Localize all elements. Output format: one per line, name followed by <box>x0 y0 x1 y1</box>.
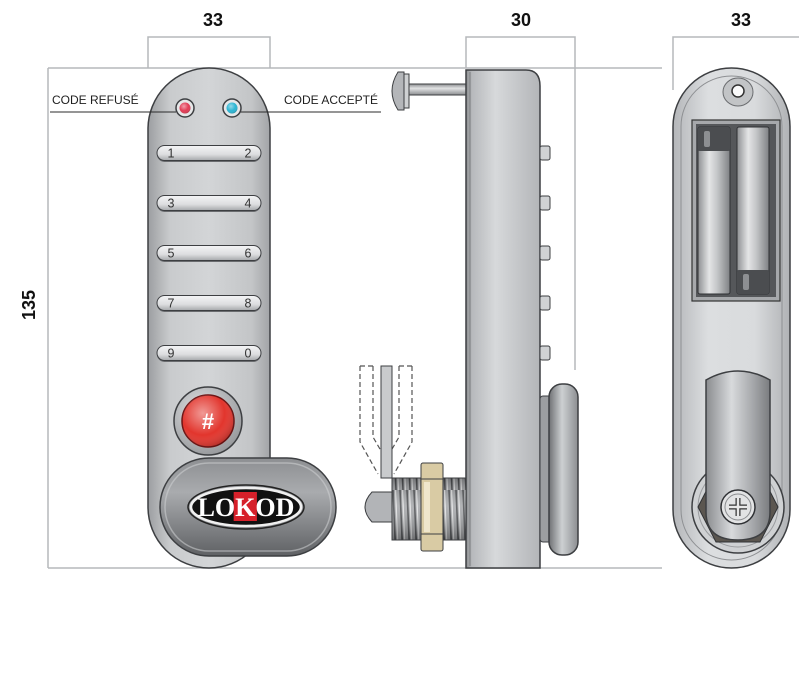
label-code-accepted: CODE ACCEPTÉ <box>284 92 378 107</box>
hash-key-shine <box>182 395 234 447</box>
side-knob <box>539 383 579 556</box>
key-label-left: 9 <box>168 347 175 361</box>
dimension-height: 135 <box>19 290 39 320</box>
logo-text-highlighted: K <box>235 493 256 522</box>
led-accepted <box>222 98 242 118</box>
keypad-row-5: 9 0 <box>156 345 262 362</box>
key-button <box>156 295 262 311</box>
key-label-left: 1 <box>168 147 175 161</box>
logo-badge: LOKOD <box>187 484 305 530</box>
key-label-right: 0 <box>245 347 252 361</box>
cam-screw <box>720 489 756 525</box>
cam-arm-left-position <box>359 365 385 475</box>
dimension-lines <box>47 36 799 569</box>
led-refused-shine <box>179 102 191 114</box>
side-button <box>539 295 551 311</box>
cam-nut-faces <box>421 478 443 535</box>
dimension-side-depth: 30 <box>511 10 531 30</box>
side-knob-body <box>548 383 579 556</box>
key-label-left: 5 <box>168 247 175 261</box>
key-button <box>156 195 262 211</box>
mounting-hole <box>722 77 754 107</box>
front-view: CODE REFUSÉ CODE ACCEPTÉ 1 2 3 <box>50 67 381 569</box>
dimension-back-width: 33 <box>731 10 751 30</box>
logo-text-part: OD <box>255 493 294 522</box>
led-refused <box>175 98 195 118</box>
keypad: 1 2 3 4 5 6 7 8 <box>156 145 262 362</box>
logo-text-part: LO <box>198 493 236 522</box>
battery-body <box>736 126 770 295</box>
battery-cap <box>698 127 730 151</box>
key-label-right: 8 <box>245 297 252 311</box>
hash-key: # <box>173 386 243 456</box>
dimension-bracket-back <box>672 36 799 90</box>
label-code-refused: CODE REFUSÉ <box>52 92 139 107</box>
key-label-right: 2 <box>245 147 252 161</box>
logo-badge-outer-ring <box>187 484 305 530</box>
dimension-bracket-side <box>465 36 576 370</box>
cam-arm-alt-positions <box>359 365 413 475</box>
latch-bolt <box>391 71 468 111</box>
keypad-row-4: 7 8 <box>156 295 262 312</box>
battery <box>697 126 731 295</box>
logo-highlight <box>233 492 257 521</box>
dimension-bracket-front <box>147 36 271 68</box>
cam-nut-highlight <box>424 482 430 532</box>
led-accepted-shine <box>226 102 238 114</box>
logo-text: LOKOD <box>198 493 295 522</box>
cam-tip <box>364 491 393 523</box>
battery-cap <box>737 270 769 294</box>
latch-bolt-rod <box>402 83 468 96</box>
keypad-row-1: 1 2 <box>156 145 262 162</box>
side-button <box>539 145 551 161</box>
key-button <box>156 345 262 361</box>
cam-arm-right-position <box>387 365 413 475</box>
side-button <box>539 345 551 361</box>
keypad-row-2: 3 4 <box>156 195 262 212</box>
cam-screw-ring <box>724 493 752 521</box>
back-view <box>672 67 791 569</box>
front-body <box>147 67 271 569</box>
key-label-left: 7 <box>168 297 175 311</box>
side-button <box>539 245 551 261</box>
handle-knob: LOKOD <box>159 457 337 557</box>
key-button <box>156 145 262 161</box>
cam-arm <box>380 365 393 479</box>
back-cam <box>691 370 785 554</box>
handle-knob-rim <box>164 462 332 552</box>
side-body <box>465 69 541 569</box>
keypad-row-3: 5 6 <box>156 245 262 262</box>
back-cam-arm <box>705 370 771 541</box>
back-body-inner-outline <box>680 75 783 561</box>
battery-compartment <box>691 119 781 302</box>
battery-body <box>697 126 731 295</box>
key-label-right: 4 <box>245 197 252 211</box>
latch-bolt-collar <box>403 73 410 109</box>
dimension-front-width: 33 <box>203 10 223 30</box>
key-label-right: 6 <box>245 247 252 261</box>
cam-nut <box>420 462 444 552</box>
battery-cap-highlight <box>704 131 710 147</box>
key-label-left: 3 <box>168 197 175 211</box>
cam-screw-cross <box>729 498 747 516</box>
side-button <box>539 195 551 211</box>
battery <box>736 126 770 295</box>
mounting-hole-opening <box>731 84 745 98</box>
side-view <box>359 69 579 569</box>
hash-key-label: # <box>202 409 214 434</box>
key-button <box>156 245 262 261</box>
latch-bolt-head <box>391 71 405 111</box>
battery-cap-highlight <box>743 274 749 290</box>
